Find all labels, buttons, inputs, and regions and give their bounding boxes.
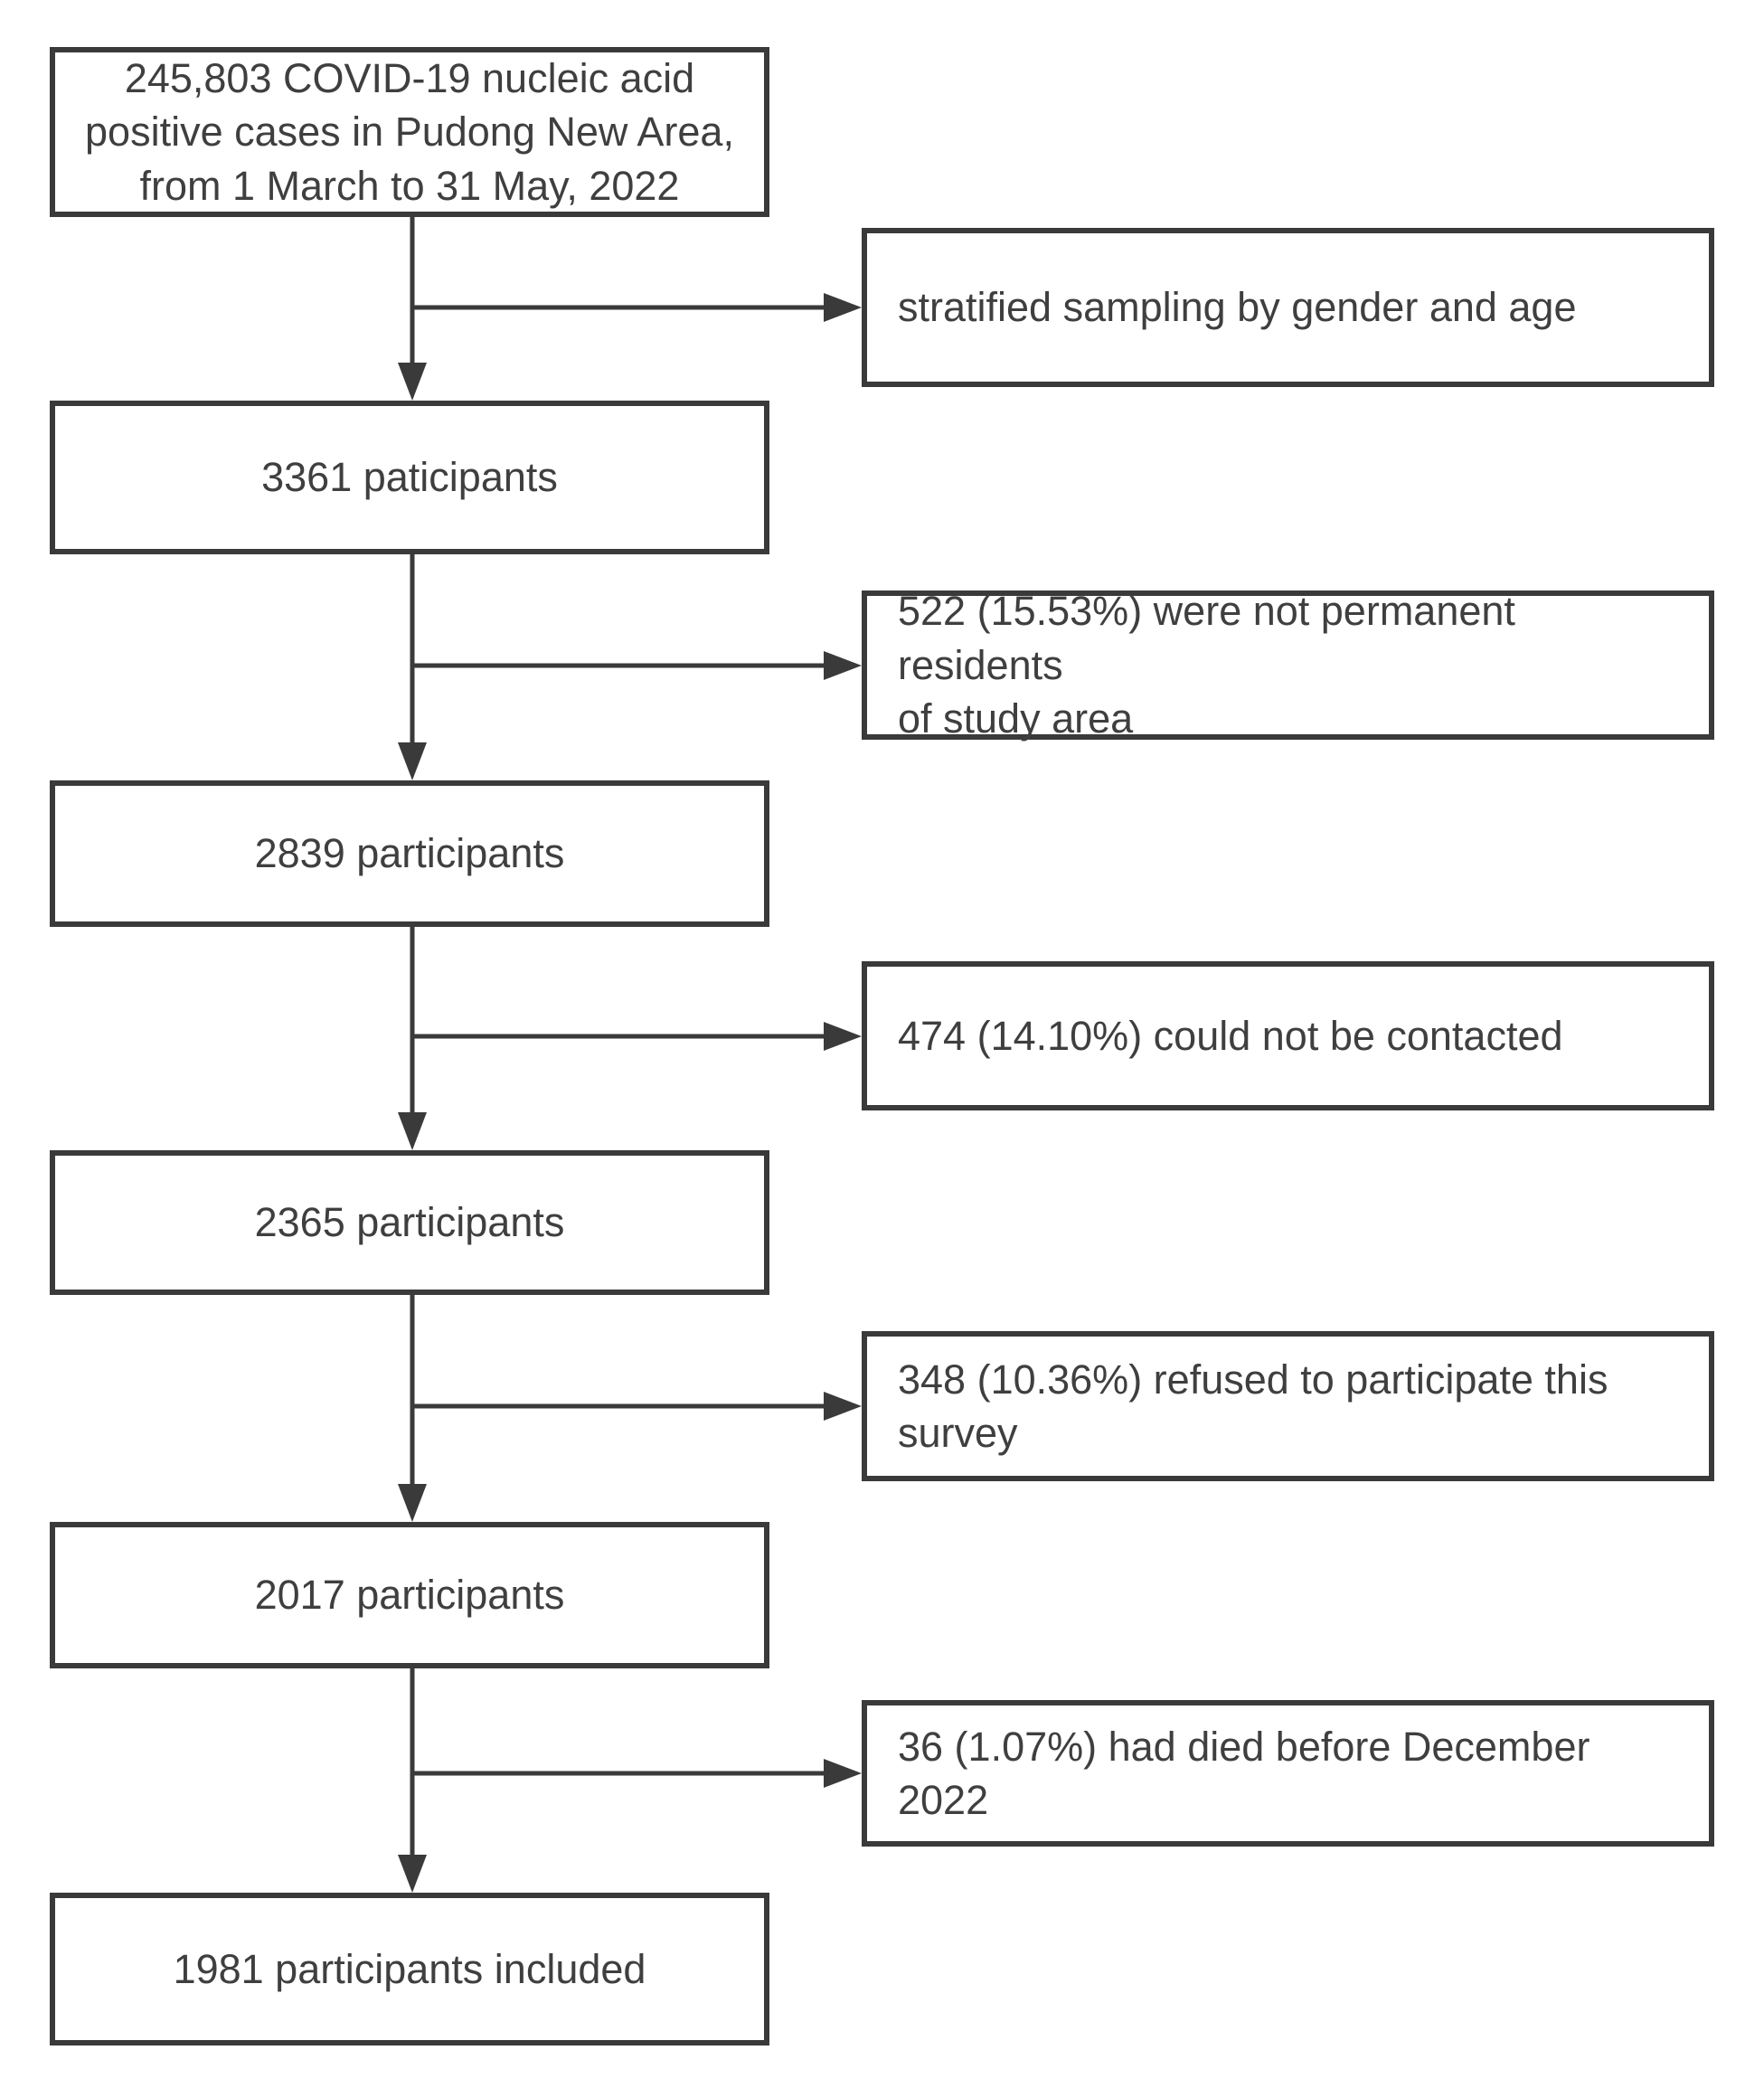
connector-5 — [398, 1668, 862, 1893]
side-box-stratified-sampling: stratified sampling by gender and age — [862, 228, 1714, 387]
flow-box-2017-participants: 2017 participants — [50, 1522, 769, 1668]
side-box-not-permanent-residents-text: 522 (15.53%) were not permanent resident… — [898, 588, 1515, 742]
right-arrowhead-4 — [824, 1392, 862, 1421]
side-box-could-not-be-contacted-text: 474 (14.10%) could not be contacted — [898, 1012, 1563, 1059]
flow-box-2365-participants: 2365 participants — [50, 1150, 769, 1295]
down-arrowhead-3 — [398, 1112, 427, 1150]
flow-box-2017-participants-text: 2017 participants — [254, 1572, 565, 1619]
flow-box-2839-participants: 2839 participants — [50, 780, 769, 927]
side-box-could-not-be-contacted: 474 (14.10%) could not be contacted — [862, 961, 1714, 1110]
side-box-refused-to-participate: 348 (10.36%) refused to participate this… — [862, 1331, 1714, 1481]
connector-3 — [398, 927, 862, 1150]
side-box-stratified-sampling-text: stratified sampling by gender and age — [898, 284, 1577, 331]
connector-2 — [398, 554, 862, 780]
side-box-died-before-december-2022: 36 (1.07%) had died before December 2022 — [862, 1700, 1714, 1847]
right-arrowhead-1 — [824, 293, 862, 322]
flow-box-1981-included-text: 1981 participants included — [173, 1945, 646, 1992]
flow-box-source-cases-text: 245,803 COVID-19 nucleic acid positive c… — [85, 54, 734, 209]
flow-box-source-cases: 245,803 COVID-19 nucleic acid positive c… — [50, 47, 769, 217]
right-arrowhead-5 — [824, 1759, 862, 1788]
side-box-not-permanent-residents: 522 (15.53%) were not permanent resident… — [862, 588, 1714, 742]
down-arrowhead-2 — [398, 742, 427, 780]
side-box-refused-to-participate-text: 348 (10.36%) refused to participate this… — [898, 1356, 1608, 1456]
side-box-died-before-december-2022-text: 36 (1.07%) had died before December 2022 — [898, 1723, 1590, 1823]
down-arrowhead-5 — [398, 1855, 427, 1893]
flow-box-3361-participants: 3361 paticipants — [50, 401, 769, 554]
flow-box-3361-participants-text: 3361 paticipants — [261, 454, 558, 501]
flow-box-2839-participants-text: 2839 participants — [254, 830, 565, 877]
down-arrowhead-1 — [398, 363, 427, 401]
right-arrowhead-3 — [824, 1022, 862, 1051]
right-arrowhead-2 — [824, 651, 862, 680]
flow-box-2365-participants-text: 2365 participants — [254, 1199, 565, 1246]
flow-box-1981-included: 1981 participants included — [50, 1893, 769, 2045]
down-arrowhead-4 — [398, 1484, 427, 1522]
connector-1 — [398, 217, 862, 401]
connector-4 — [398, 1295, 862, 1522]
